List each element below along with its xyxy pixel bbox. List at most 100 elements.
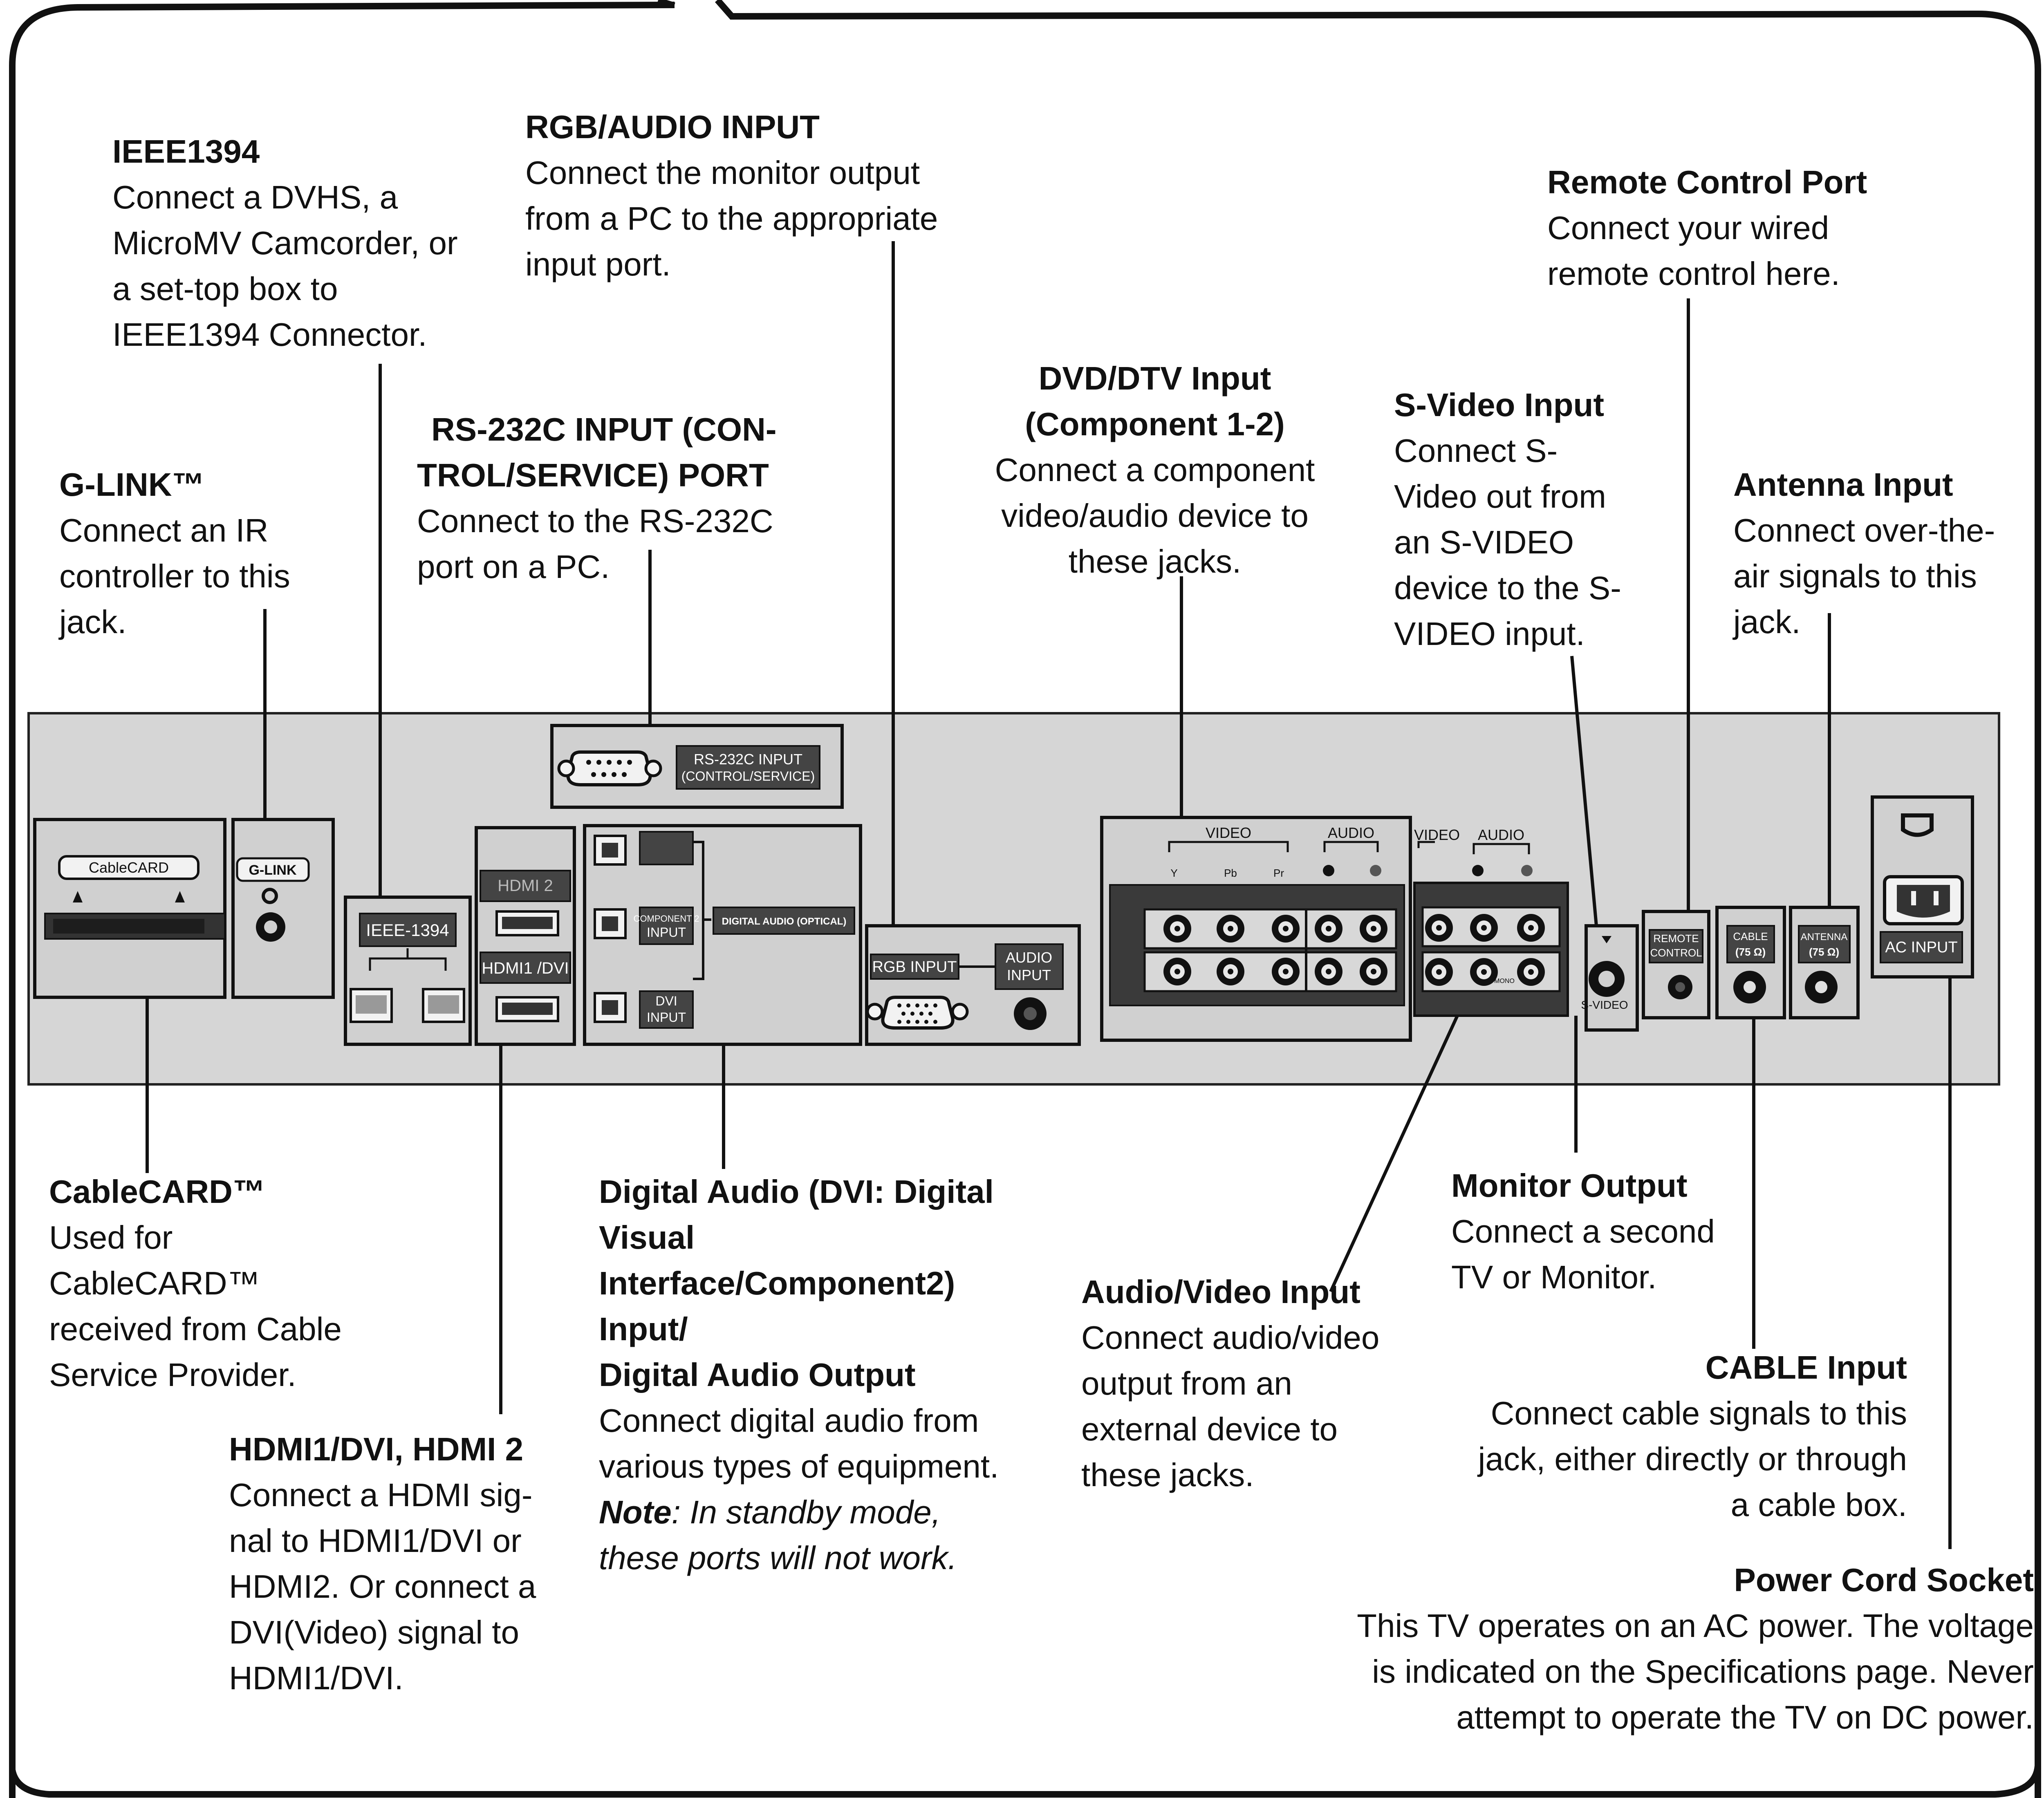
frame-outline	[9, 0, 2041, 1798]
label-digital-audio-optical: DIGITAL AUDIO (OPTICAL)	[722, 916, 847, 927]
callout-antenna: Antenna Input Connect over-the- air sign…	[1733, 462, 1995, 645]
label-svideo: S-VIDEO	[1581, 999, 1628, 1011]
callout-line: air signals to this	[1733, 558, 1977, 594]
label-glink: G-LINK	[249, 862, 297, 878]
callout-title: S-Video Input	[1394, 387, 1605, 423]
callout-line: HDMI2. Or connect a	[229, 1568, 536, 1605]
callout-line: output from an	[1081, 1365, 1292, 1402]
callout-line: Connect cable signals to this	[1490, 1395, 1907, 1431]
label-rgb-input: RGB INPUT	[872, 958, 957, 976]
label-remote-1: REMOTE	[1653, 932, 1699, 945]
antenna-module	[1789, 906, 1860, 1019]
callout-line: Connect audio/video	[1081, 1319, 1380, 1356]
callout-cable: CABLE Input Connect cable signals to thi…	[1390, 1345, 1907, 1528]
callout-av-input: Audio/Video Input Connect audio/video ou…	[1081, 1269, 1379, 1498]
callout-line: these jacks.	[1081, 1457, 1254, 1493]
label-pr: Pr	[1273, 867, 1284, 879]
label-av-audio: AUDIO	[1478, 826, 1524, 843]
digital-audio-module	[583, 824, 862, 1046]
callout-line: attempt to operate the TV on DC power.	[1456, 1699, 2034, 1735]
callout-line: a cable box.	[1730, 1487, 1907, 1523]
label-component-audio: AUDIO	[1328, 824, 1374, 841]
label-antenna-1: ANTENNA	[1801, 931, 1848, 943]
callout-hdmi: HDMI1/DVI, HDMI 2 Connect a HDMI sig- na…	[229, 1426, 536, 1701]
callout-line: Connect an IR	[59, 512, 269, 549]
callout-line: Connect a component	[995, 452, 1315, 488]
label-cable-2: (75 Ω)	[1735, 946, 1766, 958]
callout-title: HDMI1/DVI, HDMI 2	[229, 1431, 524, 1467]
callout-cablecard: CableCARD™ Used for CableCARD™ received …	[49, 1169, 342, 1398]
label-dvi-1: DVI	[655, 994, 677, 1008]
label-rs232-2: (CONTROL/SERVICE)	[681, 769, 815, 784]
label-cablecard-slot: CableCARD	[89, 859, 169, 876]
callout-line: port on a PC.	[417, 549, 610, 585]
callout-line: TV or Monitor.	[1451, 1259, 1657, 1295]
cablecard-module	[33, 818, 226, 999]
callout-line: MicroMV Camcorder, or	[112, 225, 458, 261]
note-line: these ports will not work.	[599, 1540, 957, 1576]
callout-line: jack.	[1733, 604, 1801, 640]
callout-title: Remote Control Port	[1547, 164, 1867, 200]
callout-title: Visual	[599, 1219, 695, 1256]
remote-module	[1642, 910, 1710, 1019]
callout-line: received from Cable	[49, 1311, 342, 1347]
callout-monitor: Monitor Output Connect a second TV or Mo…	[1451, 1163, 1715, 1300]
callout-line: Service Provider.	[49, 1357, 296, 1393]
callout-line: Connect S-	[1394, 432, 1558, 469]
label-ac-input: AC INPUT	[1885, 939, 1957, 956]
callout-line: an S-VIDEO	[1394, 524, 1574, 560]
callout-title: Monitor Output	[1451, 1167, 1688, 1204]
rgb-audio-module	[865, 924, 1081, 1046]
callout-line: a set-top box to	[112, 271, 338, 307]
callout-title: TROL/SERVICE) PORT	[417, 457, 769, 493]
callout-line: Connect a DVHS, a	[112, 179, 398, 215]
glink-module	[231, 818, 335, 999]
callout-line: video/audio device to	[1001, 497, 1309, 534]
callout-title: DVD/DTV Input	[1038, 360, 1271, 396]
callout-ieee1394: IEEE1394 Connect a DVHS, a MicroMV Camco…	[112, 129, 458, 358]
hdmi-module	[475, 826, 576, 1046]
svideo-module	[1585, 924, 1639, 1032]
callout-glink: G-LINK™ Connect an IR controller to this…	[59, 462, 290, 645]
callout-line: IEEE1394 Connector.	[112, 316, 427, 353]
callout-line: Video out from	[1394, 478, 1606, 515]
label-remote-2: CONTROL	[1650, 947, 1702, 959]
callout-line: jack, either directly or through	[1478, 1441, 1907, 1477]
callout-line: Connect your wired	[1547, 210, 1829, 246]
callout-title: Digital Audio Output	[599, 1357, 916, 1393]
label-antenna-2: (75 Ω)	[1809, 946, 1839, 958]
callout-line: Connect to the RS-232C	[417, 503, 773, 539]
callout-line: HDMI1/DVI.	[229, 1660, 403, 1696]
label-audio-input-2: INPUT	[1007, 967, 1051, 983]
ieee1394-module	[344, 896, 472, 1046]
callout-title: RS-232C INPUT (CON-	[431, 411, 777, 448]
callout-rgb-audio: RGB/AUDIO INPUT Connect the monitor outp…	[525, 104, 938, 287]
callout-line: Used for	[49, 1219, 173, 1256]
callout-line: input port.	[525, 246, 671, 282]
callout-line: jack.	[59, 604, 127, 640]
callout-power: Power Cord Socket This TV operates on an…	[1226, 1557, 2034, 1740]
callout-note: Note: In standby mode,	[599, 1489, 999, 1535]
label-component2-2: INPUT	[647, 925, 686, 940]
callout-line: Connect over-the-	[1733, 512, 1995, 549]
callout-line: is indicated on the Specifications page.…	[1372, 1653, 2034, 1690]
callout-line: This TV operates on an AC power. The vol…	[1357, 1608, 2034, 1644]
rs232c-module	[550, 724, 844, 809]
label-component2-1: COMPONENT 2	[634, 914, 699, 924]
label-y: Y	[1170, 867, 1177, 879]
callout-line: these jacks.	[1068, 543, 1242, 580]
label-av-video: VIDEO	[1414, 826, 1460, 843]
label-hdmi2: HDMI 2	[498, 877, 553, 895]
note-label: Note	[599, 1494, 672, 1530]
callout-title: (Component 1-2)	[1025, 406, 1285, 442]
callout-line: VIDEO input.	[1394, 616, 1585, 652]
callout-line: Connect the monitor output	[525, 154, 920, 191]
callout-title: Power Cord Socket	[1734, 1562, 2034, 1598]
callout-title: CABLE Input	[1705, 1349, 1907, 1386]
callout-line: remote control here.	[1547, 255, 1840, 292]
leader-lines	[146, 241, 1952, 1549]
callout-dvd: DVD/DTV Input (Component 1-2) Connect a …	[975, 356, 1335, 584]
label-dvi-2: INPUT	[647, 1010, 686, 1025]
